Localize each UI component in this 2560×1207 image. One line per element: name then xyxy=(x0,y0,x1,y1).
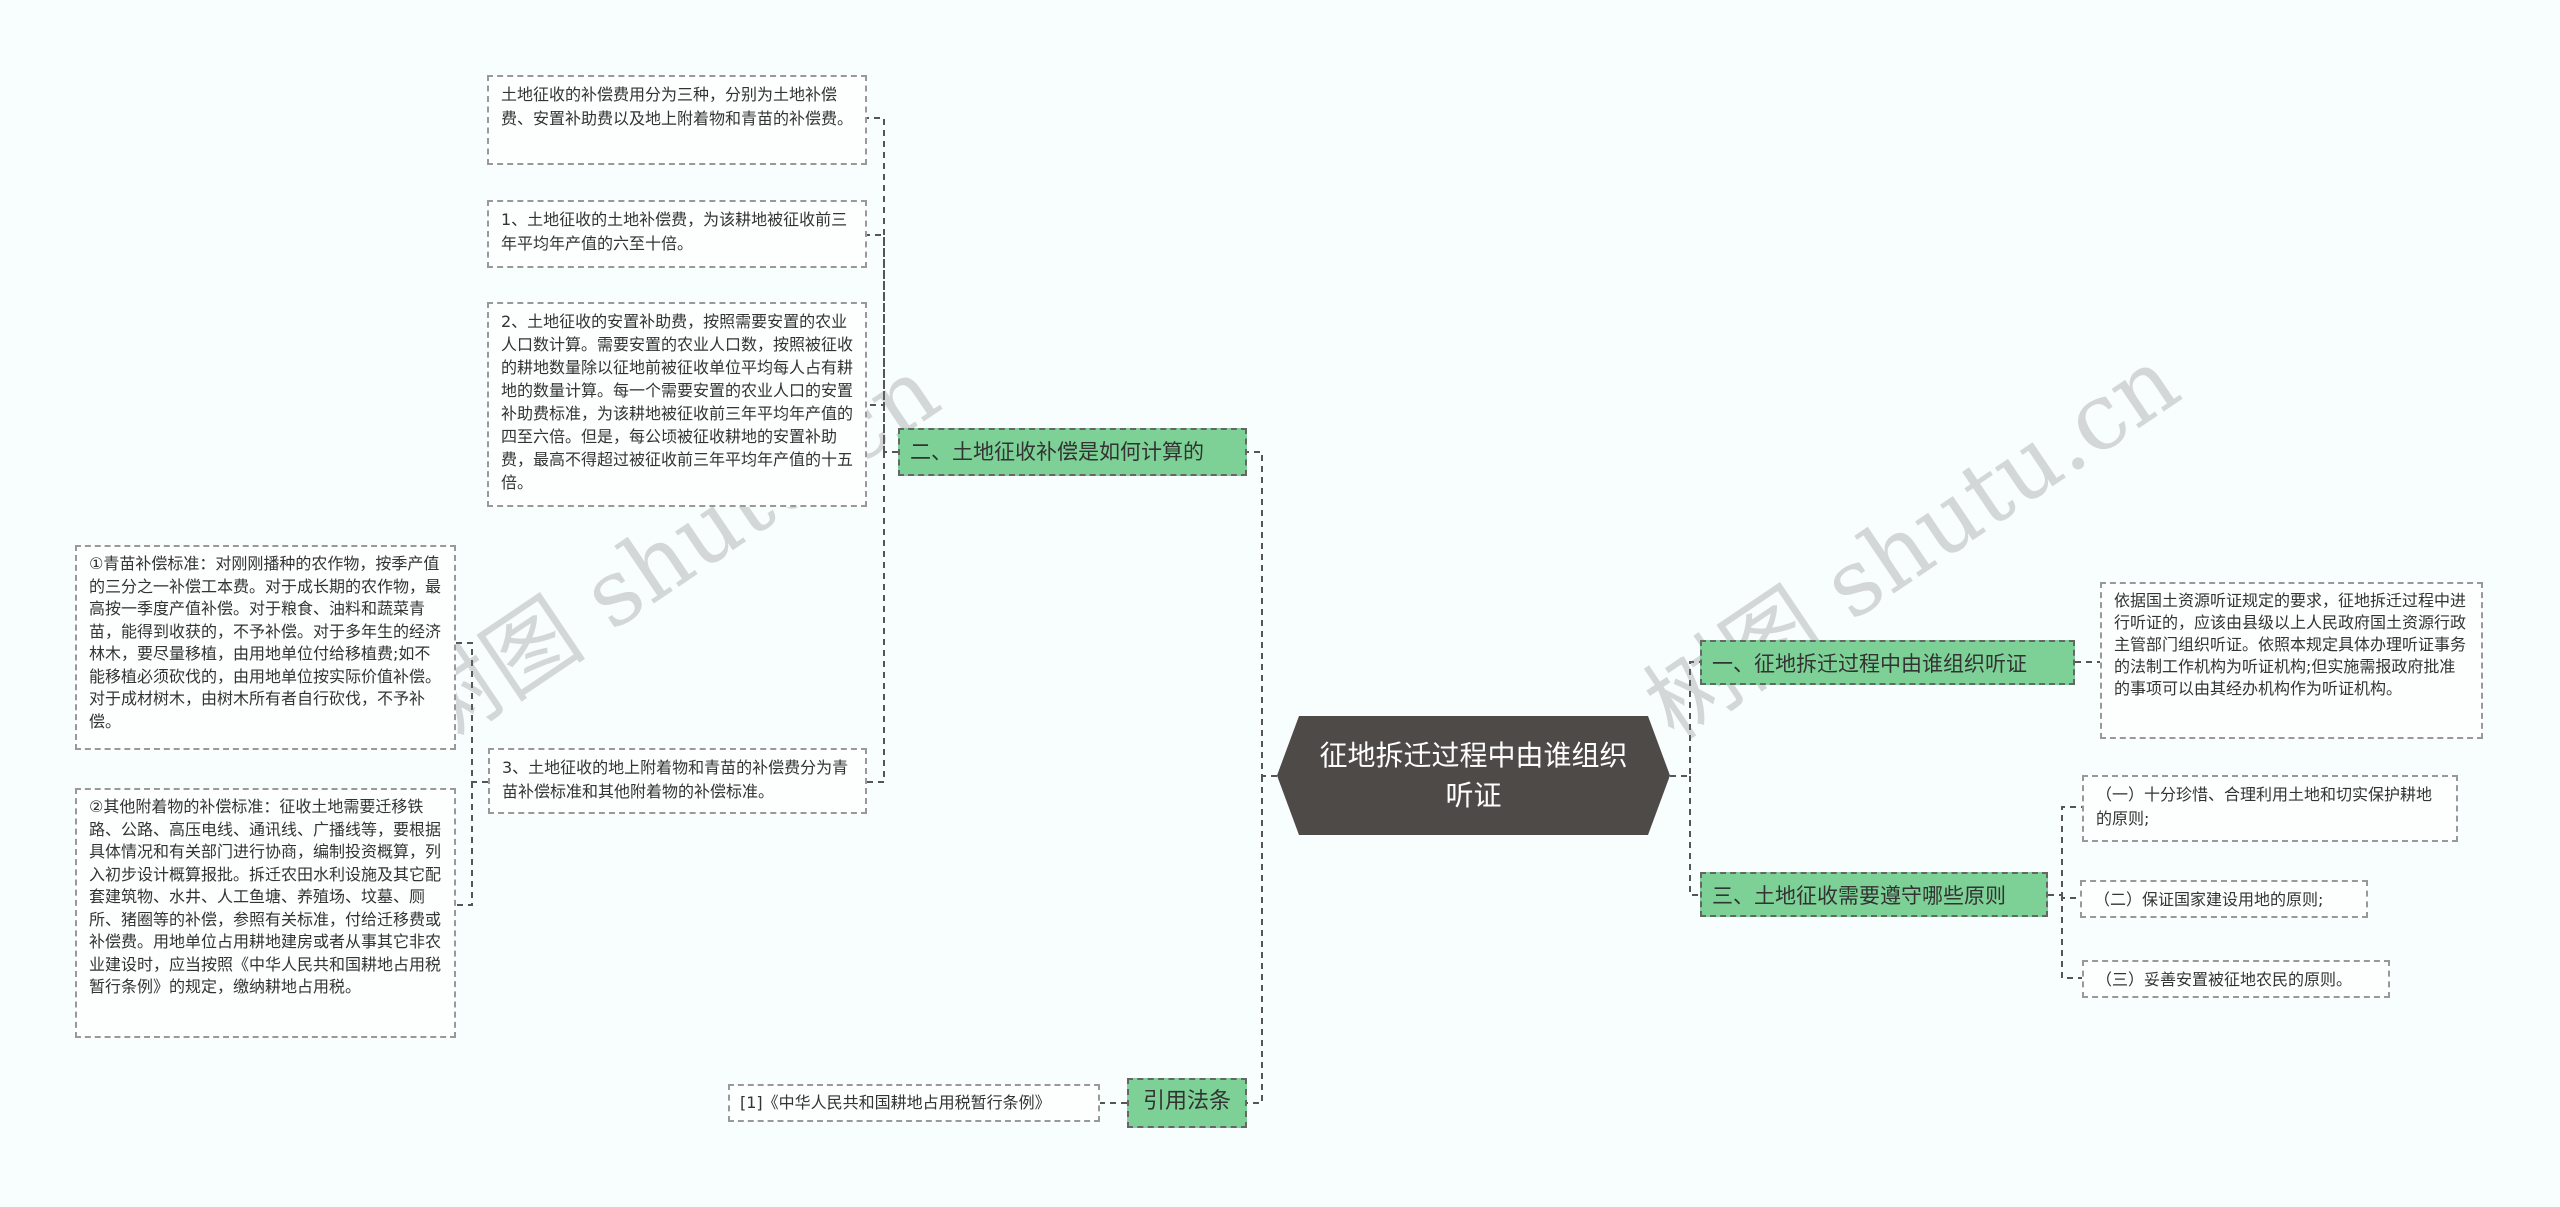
root-label: 征地拆迁过程中由谁组织听证 xyxy=(1319,738,1628,812)
root-topic[interactable]: 征地拆迁过程中由谁组织听证 xyxy=(1277,716,1670,835)
leaf-attachments-crops[interactable]: 3、土地征收的地上附着物和青苗的补偿费分为青苗补偿标准和其他附着物的补偿标准。 xyxy=(488,748,867,814)
leaf-principle-1[interactable]: （一）十分珍惜、合理利用土地和切实保护耕地的原则; xyxy=(2082,775,2458,842)
leaf-resettlement-subsidy[interactable]: 2、土地征收的安置补助费，按照需要安置的农业人口数计算。需要安置的农业人口数，按… xyxy=(487,302,867,507)
leaf-other-attachments[interactable]: ②其他附着物的补偿标准：征收土地需要迁移铁路、公路、高压电线、通讯线、广播线等，… xyxy=(75,788,456,1038)
leaf-principle-3[interactable]: （三）妥善安置被征地农民的原则。 xyxy=(2082,960,2390,998)
leaf-law-reference[interactable]: [1]《中华人民共和国耕地占用税暂行条例》 xyxy=(728,1084,1100,1122)
leaf-land-compensation[interactable]: 1、土地征收的土地补偿费，为该耕地被征收前三年平均年产值的六至十倍。 xyxy=(487,200,867,268)
branch-label: 引用法条 xyxy=(1142,1089,1231,1114)
branch-compensation-calc[interactable]: 二、土地征收补偿是如何计算的 xyxy=(898,428,1247,476)
branch-who-organizes-hearing[interactable]: 一、征地拆迁过程中由谁组织听证 xyxy=(1700,640,2075,685)
leaf-text: 3、土地征收的地上附着物和青苗的补偿费分为青苗补偿标准和其他附着物的补偿标准。 xyxy=(502,758,849,801)
leaf-text: [1]《中华人民共和国耕地占用税暂行条例》 xyxy=(740,1093,1051,1112)
leaf-hearing-organizer[interactable]: 依据国土资源听证规定的要求，征地拆迁过程中进行听证的，应该由县级以上人民政府国土… xyxy=(2100,582,2483,739)
leaf-text: ②其他附着物的补偿标准：征收土地需要迁移铁路、公路、高压电线、通讯线、广播线等，… xyxy=(89,797,442,996)
leaf-text: 土地征收的补偿费用分为三种，分别为土地补偿费、安置补助费以及地上附着物和青苗的补… xyxy=(501,85,854,128)
leaf-principle-2[interactable]: （二）保证国家建设用地的原则; xyxy=(2080,880,2368,918)
branch-label: 一、征地拆迁过程中由谁组织听证 xyxy=(1712,652,2027,676)
leaf-text: （一）十分珍惜、合理利用土地和切实保护耕地的原则; xyxy=(2096,785,2433,828)
leaf-crop-standard[interactable]: ①青苗补偿标准：对刚刚播种的农作物，按季产值的三分之一补偿工本费。对于成长期的农… xyxy=(75,545,456,750)
branch-cited-law[interactable]: 引用法条 xyxy=(1127,1078,1247,1128)
leaf-compensation-types[interactable]: 土地征收的补偿费用分为三种，分别为土地补偿费、安置补助费以及地上附着物和青苗的补… xyxy=(487,75,867,165)
leaf-text: 2、土地征收的安置补助费，按照需要安置的农业人口数计算。需要安置的农业人口数，按… xyxy=(501,312,854,492)
leaf-text: 依据国土资源听证规定的要求，征地拆迁过程中进行听证的，应该由县级以上人民政府国土… xyxy=(2114,591,2467,698)
leaf-text: （三）妥善安置被征地农民的原则。 xyxy=(2096,970,2353,989)
branch-label: 二、土地征收补偿是如何计算的 xyxy=(910,440,1204,464)
branch-principles[interactable]: 三、土地征收需要遵守哪些原则 xyxy=(1700,872,2048,917)
leaf-text: （二）保证国家建设用地的原则; xyxy=(2094,890,2324,909)
leaf-text: ①青苗补偿标准：对刚刚播种的农作物，按季产值的三分之一补偿工本费。对于成长期的农… xyxy=(89,554,442,731)
branch-label: 三、土地征收需要遵守哪些原则 xyxy=(1712,884,2006,908)
leaf-text: 1、土地征收的土地补偿费，为该耕地被征收前三年平均年产值的六至十倍。 xyxy=(501,210,848,253)
